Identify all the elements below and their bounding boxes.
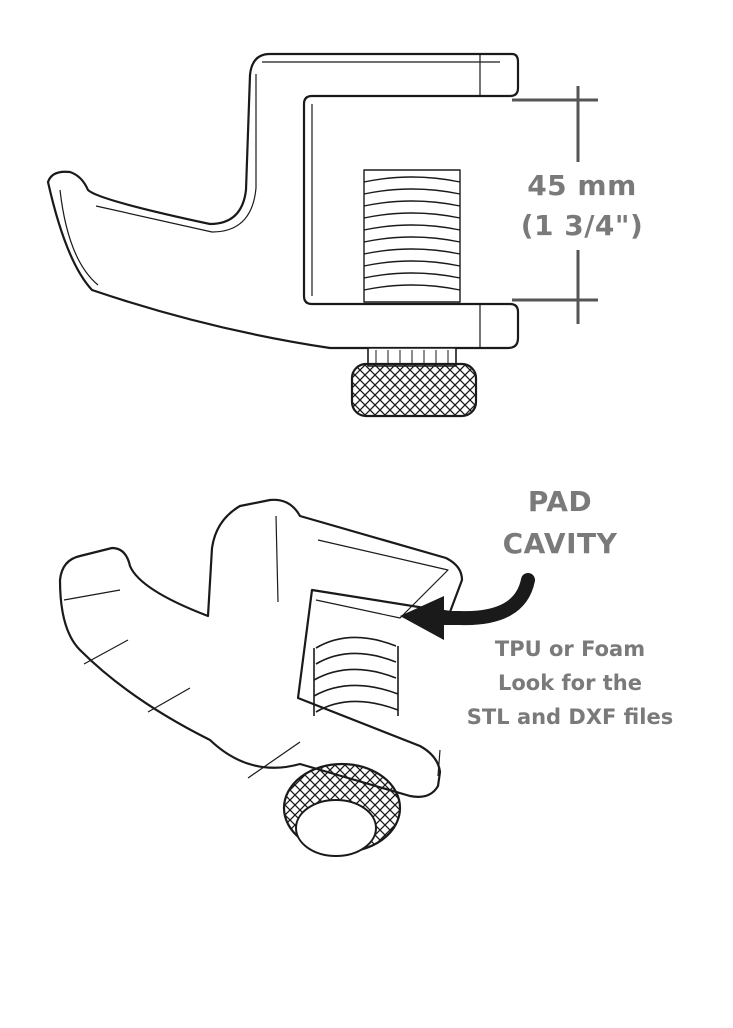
note-line2: Look for the [498,671,642,695]
iso-body-outline [58,498,464,798]
callout-arrow [400,573,535,640]
clamp-isometric-view [58,498,464,857]
callout-title-line1: PAD [527,485,593,518]
iso-body-edges [63,515,449,779]
callout-title-line2: CAVITY [502,527,618,560]
dimension-lines [512,86,598,324]
iso-screw-thread [313,636,399,716]
knurled-knob [350,362,478,418]
iso-knob-face [295,799,377,857]
dimension-imperial-label: (1 3/4") [520,209,644,242]
clamp-body-outline [46,52,520,350]
dimension-metric-label: 45 mm [527,169,637,202]
note-line1: TPU or Foam [494,637,646,661]
note-line3: STL and DXF files [466,705,674,729]
screw-thread [363,169,461,303]
clamp-side-view [46,52,520,418]
clamp-body-edge [59,54,500,348]
